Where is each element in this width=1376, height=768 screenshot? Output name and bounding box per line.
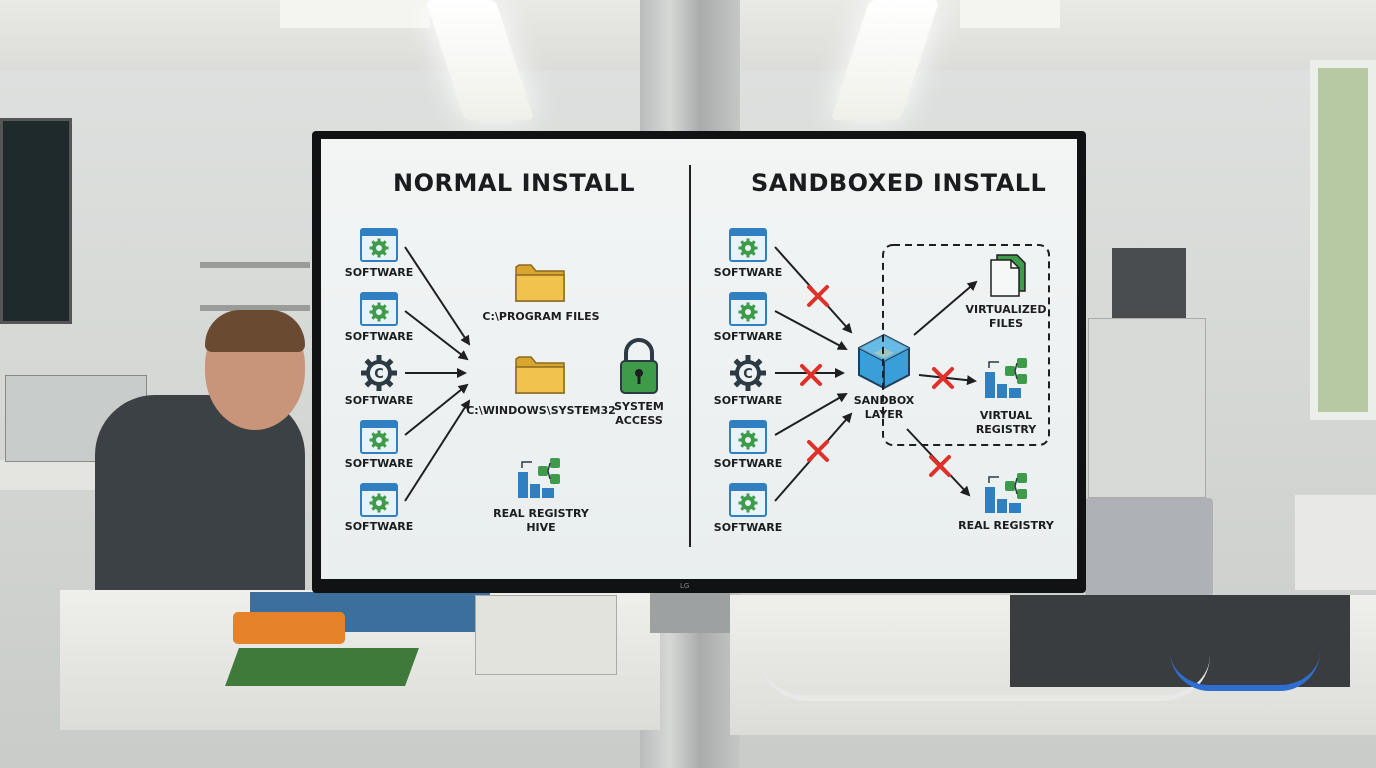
laptop <box>1085 498 1213 596</box>
virtualization-boundary <box>882 244 1050 446</box>
folder-icon <box>515 356 565 394</box>
software-app-icon <box>728 291 768 327</box>
shelf <box>200 262 310 268</box>
diagram-graphics: C <box>321 165 1050 547</box>
tray-rack <box>1112 248 1186 318</box>
gear-c-icon <box>361 355 397 391</box>
circuit-board <box>225 648 419 686</box>
blue-cables <box>1170 630 1320 691</box>
registry-icon <box>984 472 1028 514</box>
normal-software-label: SOFTWARE <box>344 394 414 407</box>
normal-software-label: SOFTWARE <box>344 330 414 343</box>
red-x-icon <box>929 455 951 477</box>
real-registry-hive-label: REAL REGISTRY HIVE <box>493 507 589 534</box>
virtual-registry-label: VIRTUAL REGISTRY <box>975 409 1037 436</box>
sandboxed-install-title: SANDBOXED INSTALL <box>751 169 1047 197</box>
person-hair <box>205 310 305 352</box>
diagram-screen: C <box>321 139 1077 579</box>
file-stack-icon <box>990 254 1026 297</box>
software-app-icon <box>728 482 768 518</box>
software-app-icon <box>728 227 768 263</box>
sandboxed-software-label: SOFTWARE <box>713 330 783 343</box>
red-x-icon <box>800 364 822 386</box>
software-app-icon <box>359 482 399 518</box>
normal-software-label: SOFTWARE <box>344 457 414 470</box>
real-registry-label: REAL REGISTRY <box>958 519 1054 532</box>
sandboxed-software-label: SOFTWARE <box>713 457 783 470</box>
filing-cabinet <box>1088 318 1206 498</box>
radiator <box>1295 495 1376 590</box>
person <box>95 395 305 625</box>
monitor-brand: LG <box>680 582 690 590</box>
windows-system32-label: C:\WINDOWS\SYSTEM32 <box>466 404 616 417</box>
normal-arrows <box>404 246 471 502</box>
software-app-icon <box>359 291 399 327</box>
software-app-icon <box>359 419 399 455</box>
software-app-icon <box>359 227 399 263</box>
software-app-icon <box>728 419 768 455</box>
sandboxed-software-label: SOFTWARE <box>713 394 783 407</box>
system-access-label: SYSTEM ACCESS <box>614 400 664 427</box>
normal-install-title: NORMAL INSTALL <box>393 169 636 197</box>
ceiling-panel <box>280 0 430 28</box>
gear-c-icon <box>730 355 766 391</box>
registry-icon <box>517 457 561 499</box>
red-x-icon <box>807 285 829 307</box>
sandboxed-software-label: SOFTWARE <box>713 521 783 534</box>
normal-software-label: SOFTWARE <box>344 520 414 533</box>
virtualized-files-label: VIRTUALIZED FILES <box>965 303 1047 330</box>
padlock-icon <box>620 338 658 394</box>
white-cables <box>760 655 1210 701</box>
window <box>1310 60 1376 420</box>
normal-software-label: SOFTWARE <box>344 266 414 279</box>
sandboxed-software-label: SOFTWARE <box>713 266 783 279</box>
program-files-label: C:\PROGRAM FILES <box>482 310 600 323</box>
wall-board <box>0 118 72 324</box>
monitor-stand <box>650 593 730 633</box>
registry-icon <box>984 357 1028 399</box>
folder-icon <box>515 264 565 302</box>
shelf <box>200 305 310 311</box>
red-x-icon <box>807 440 829 462</box>
sandbox-layer-label: SANDBOX LAYER <box>853 394 915 421</box>
multimeter <box>233 612 345 644</box>
power-supply <box>475 595 617 675</box>
ceiling-panel <box>960 0 1060 28</box>
